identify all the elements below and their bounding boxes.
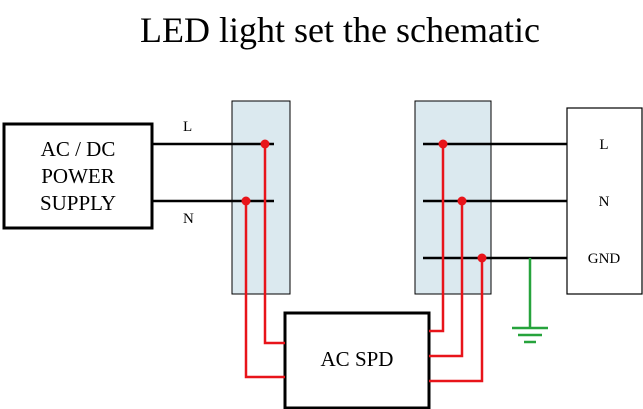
input-n-label: N [183,211,194,227]
spd-wire-output-n [429,201,464,358]
spd-label: AC SPD [321,347,394,371]
input-l-label: L [183,119,192,135]
junction-dot-input-n [241,196,251,206]
junction-dot-output-n [457,196,467,206]
junction-dot-output-gnd [477,253,487,263]
diagram-title: LED light set the schematic [140,10,540,50]
junction-dot-output-l [438,139,448,149]
led-terminal-n-label: N [599,194,610,210]
spd-wire-input-l [263,144,285,345]
power-supply-label-line3: SUPPLY [40,191,116,215]
spd-box: AC SPD [283,311,431,409]
spd-wire-output-l [429,144,445,333]
led-terminal-gnd-label: GND [588,251,621,267]
power-supply-label-line1: AC / DC [41,137,116,161]
power-supply-box: AC / DC POWER SUPPLY [2,122,154,230]
led-load-box: L N GND [566,107,643,295]
spd-wire-input-n [244,201,285,379]
led-terminal-l-label: L [599,137,608,153]
power-supply-label-line2: POWER [41,164,115,188]
junction-dot-input-l [260,139,270,149]
right-terminal-block [414,100,492,295]
left-terminal-block [231,100,291,295]
spd-wire-output-gnd [429,258,484,383]
ground-symbol-icon [512,258,548,344]
